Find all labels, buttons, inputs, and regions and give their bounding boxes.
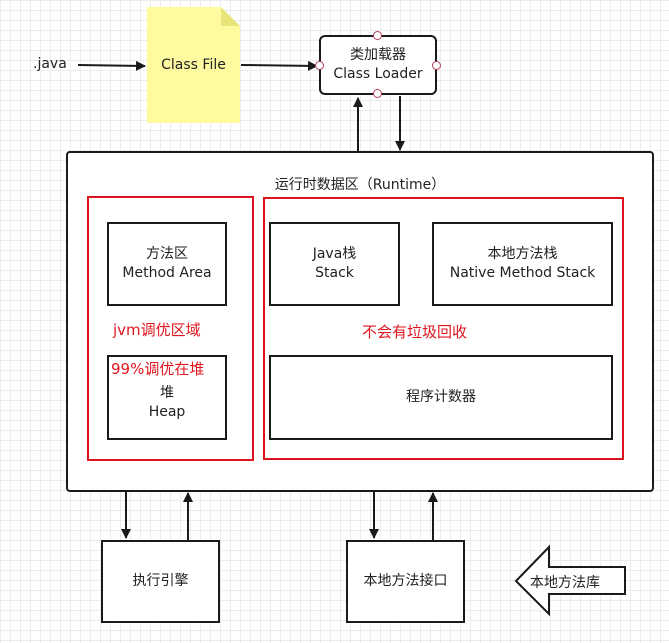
native-library-arrow-shape	[514, 544, 626, 617]
java-stack-label-en: Stack	[315, 265, 354, 281]
class-file-note-shape	[147, 7, 240, 123]
no-gc-region	[263, 197, 624, 460]
program-counter-label: 程序计数器	[406, 389, 476, 405]
native-stack-label-cn: 本地方法栈	[487, 246, 558, 262]
execution-engine-box: 执行引擎	[101, 540, 220, 623]
native-interface-label: 本地方法接口	[363, 573, 448, 589]
execution-engine-label: 执行引擎	[132, 573, 189, 589]
class-loader-box: 类加载器 Class Loader	[319, 35, 437, 95]
method-area-label-cn: 方法区	[146, 246, 188, 262]
arrow-classfile-to-loader	[240, 60, 318, 71]
connection-handle-top	[373, 31, 382, 40]
jvm-tuning-region	[87, 196, 254, 461]
no-gc-label: 不会有垃圾回收	[362, 323, 468, 341]
class-file-label: Class File	[161, 57, 226, 73]
connection-handle-right	[432, 61, 441, 70]
runtime-title: 运行时数据区（Runtime）	[274, 177, 446, 193]
arrow-java-to-classfile	[77, 60, 146, 71]
connection-handle-left	[315, 61, 324, 70]
heap-label-en: Heap	[148, 403, 186, 420]
java-source-label: .java	[33, 56, 67, 72]
method-area-box: 方法区 Method Area	[107, 222, 227, 306]
connection-handle-bottom	[373, 89, 382, 98]
class-loader-label-cn: 类加载器	[350, 47, 406, 63]
java-stack-box: Java栈 Stack	[269, 222, 400, 306]
jvm-tuning-label: jvm调优区域	[113, 321, 201, 339]
class-file-note-fold	[221, 7, 240, 26]
native-interface-box: 本地方法接口	[346, 540, 465, 623]
native-stack-label-en: Native Method Stack	[449, 265, 596, 281]
class-file-note: Class File	[147, 7, 240, 123]
class-loader-label-en: Class Loader	[333, 66, 423, 82]
heap-tuning-label: 99%调优在堆	[111, 358, 205, 379]
java-stack-label-cn: Java栈	[312, 246, 357, 262]
native-method-stack-box: 本地方法栈 Native Method Stack	[432, 222, 613, 306]
native-library-label: 本地方法库	[530, 575, 600, 591]
program-counter-box: 程序计数器	[269, 355, 613, 440]
method-area-label-en: Method Area	[122, 265, 212, 281]
heap-label-cn: 堆	[160, 384, 174, 401]
